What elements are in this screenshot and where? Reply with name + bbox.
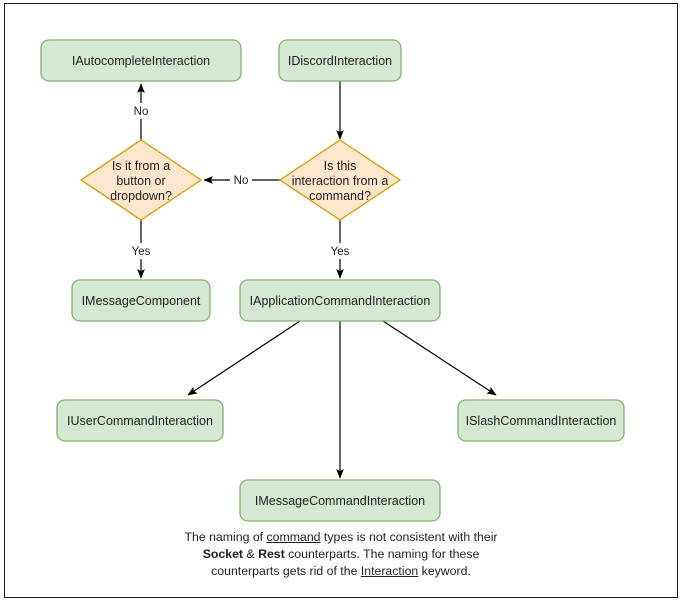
node-user-command-interaction[interactable]: IUserCommandInteraction <box>56 399 224 442</box>
node-message-component[interactable]: IMessageComponent <box>71 279 211 322</box>
node-shape[interactable] <box>278 39 402 82</box>
caption-text: keyword. <box>418 564 471 578</box>
caption-line-3: counterparts gets rid of the Interaction… <box>101 563 581 580</box>
node-discord-interaction[interactable]: IDiscordInteraction <box>278 39 402 82</box>
edge-line <box>187 320 301 396</box>
caption-text: counterparts gets rid of the <box>211 564 361 578</box>
node-shape[interactable] <box>79 139 203 221</box>
node-shape[interactable] <box>457 399 625 442</box>
caption-underlined-command: command <box>266 530 321 544</box>
node-autocomplete-interaction[interactable]: IAutocompleteInteraction <box>40 39 242 82</box>
caption-text: counterparts. The naming for these <box>284 547 480 561</box>
nodes-layer: IAutocompleteInteraction IDiscordInterac… <box>40 39 625 522</box>
caption-text: types is not consistent with their <box>320 530 498 544</box>
node-shape[interactable] <box>40 39 242 82</box>
edge-applicationcommand-to-usercommand <box>187 320 301 396</box>
edge-fromcommand-to-buttonordropdown: No <box>203 172 280 188</box>
caption-bold-rest: Rest <box>258 547 285 561</box>
node-application-command-interaction[interactable]: IApplicationCommandInteraction <box>239 279 441 322</box>
edge-applicationcommand-to-slashcommand <box>382 320 497 396</box>
caption-line-1: The naming of command types is not consi… <box>101 529 581 546</box>
edge-buttonordropdown-to-messagecomponent: Yes <box>128 220 154 279</box>
caption-line-2: Socket & Rest counterparts. The naming f… <box>101 546 581 563</box>
node-shape[interactable] <box>56 399 224 442</box>
edge-label-backdrop <box>327 243 353 259</box>
diagram-caption: The naming of command types is not consi… <box>101 529 581 580</box>
edge-label-backdrop <box>130 103 152 119</box>
caption-text: The naming of <box>184 530 267 544</box>
node-shape[interactable] <box>239 279 441 322</box>
edge-fromcommand-to-applicationcommand: Yes <box>327 220 353 279</box>
edge-line <box>382 320 497 396</box>
edge-buttonordropdown-to-autocomplete: No <box>130 83 152 140</box>
caption-underlined-interaction: Interaction <box>360 564 419 578</box>
node-shape[interactable] <box>239 479 441 522</box>
caption-text: & <box>243 547 259 561</box>
node-slash-command-interaction[interactable]: ISlashCommandInteraction <box>457 399 625 442</box>
edge-label-backdrop <box>128 243 154 259</box>
node-message-command-interaction[interactable]: IMessageCommandInteraction <box>239 479 441 522</box>
caption-bold-socket: Socket <box>202 547 244 561</box>
node-decision-button-or-dropdown[interactable]: Is it from a button or dropdown? <box>79 139 203 221</box>
node-shape[interactable] <box>71 279 211 322</box>
node-shape[interactable] <box>278 139 402 221</box>
node-decision-from-command[interactable]: Is this interaction from a command? <box>278 139 402 221</box>
edge-label-backdrop <box>230 172 252 188</box>
